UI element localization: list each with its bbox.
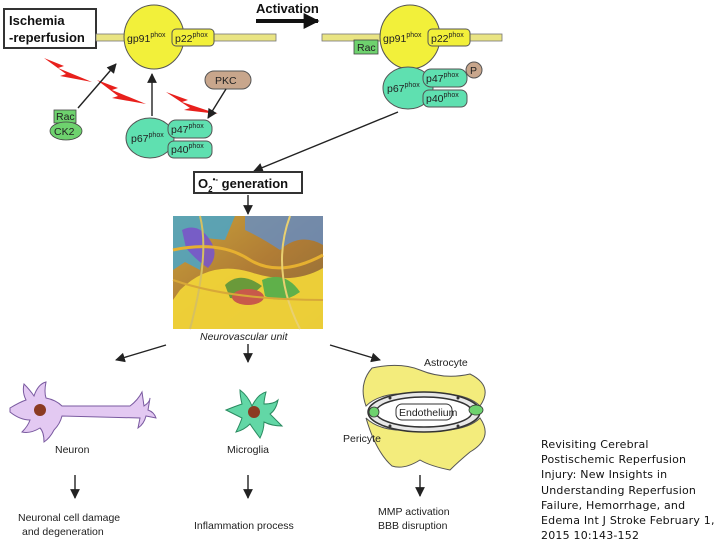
svg-text:PKC: PKC bbox=[215, 75, 237, 87]
svg-text:gp91phox: gp91phox bbox=[127, 32, 166, 45]
svg-text:p67phox: p67phox bbox=[387, 82, 420, 95]
ischemia-reperfusion-box: Ischemia -reperfusion bbox=[3, 8, 97, 49]
outcome-arrows bbox=[70, 475, 425, 499]
rac-right: Rac bbox=[353, 39, 379, 55]
p40-left: p40phox bbox=[167, 140, 213, 159]
svg-text:p40phox: p40phox bbox=[426, 92, 459, 105]
neuron-label: Neuron bbox=[55, 444, 90, 456]
svg-text:gp91phox: gp91phox bbox=[383, 32, 422, 45]
p40-right: p40phox bbox=[422, 89, 468, 108]
outcome-bbb-line2: BBB disruption bbox=[378, 520, 448, 532]
ischemia-label: Ischemia bbox=[9, 13, 65, 28]
endothelium-label: Endothelium bbox=[399, 407, 458, 419]
o2-generation-box: O2•- generation bbox=[193, 171, 303, 194]
svg-text:p47phox: p47phox bbox=[171, 123, 204, 136]
svg-text:p47phox: p47phox bbox=[426, 72, 459, 85]
svg-text:P: P bbox=[470, 65, 477, 77]
lightning-bolt-icon bbox=[166, 92, 218, 114]
microglia-cell bbox=[224, 388, 284, 439]
gp91-left: gp91phox bbox=[123, 4, 185, 70]
pkc: PKC bbox=[204, 70, 252, 90]
svg-text:p22phox: p22phox bbox=[431, 32, 464, 45]
p47-right: p47phox bbox=[422, 68, 468, 88]
neuron-cell bbox=[9, 381, 157, 443]
lightning-bolt-icon bbox=[44, 58, 92, 82]
left-arrows bbox=[77, 63, 227, 119]
outcome-neuron-line1: Neuronal cell damage bbox=[18, 512, 120, 524]
svg-text:O2•- generation: O2•- generation bbox=[198, 175, 288, 194]
p47-left: p47phox bbox=[167, 119, 213, 139]
outcome-microglia: Inflammation process bbox=[194, 520, 294, 532]
svg-text:Rac: Rac bbox=[357, 42, 376, 54]
outcome-neuron-line2: and degeneration bbox=[22, 526, 104, 538]
microglia-label: Microglia bbox=[227, 444, 269, 456]
svg-text:p67phox: p67phox bbox=[131, 132, 164, 145]
arrow-to-o2 bbox=[253, 111, 399, 173]
p22-right: p22phox bbox=[427, 28, 471, 47]
svg-text:CK2: CK2 bbox=[54, 126, 75, 138]
svg-text:p40phox: p40phox bbox=[171, 143, 204, 156]
pericyte-label: Pericyte bbox=[343, 433, 381, 445]
svg-text:Rac: Rac bbox=[56, 111, 75, 123]
ck2-left: CK2 bbox=[49, 121, 83, 141]
neurovascular-unit-label: Neurovascular unit bbox=[200, 331, 289, 343]
astrocyte-label: Astrocyte bbox=[424, 357, 468, 369]
rac-left: Rac bbox=[53, 109, 77, 124]
lightning-bolt-icon bbox=[97, 80, 146, 104]
p67-left: p67phox bbox=[125, 117, 175, 159]
svg-text:p22phox: p22phox bbox=[175, 32, 208, 45]
branch-arrows bbox=[115, 344, 381, 363]
bbb-structure: Endothelium bbox=[362, 364, 486, 471]
phosphate-right: P bbox=[465, 61, 483, 79]
p67-right: p67phox bbox=[382, 66, 434, 110]
lightning-bolt-icons bbox=[44, 58, 218, 114]
neurovascular-unit-image bbox=[172, 215, 324, 330]
reperfusion-label: -reperfusion bbox=[9, 30, 85, 45]
citation-text: Revisiting Cerebral Postischemic Reperfu… bbox=[541, 438, 715, 543]
outcome-bbb-line1: MMP activation bbox=[378, 506, 450, 518]
activation-label: Activation bbox=[256, 1, 319, 16]
p22-left: p22phox bbox=[171, 28, 215, 47]
activation-arrow: Activation bbox=[256, 1, 320, 29]
